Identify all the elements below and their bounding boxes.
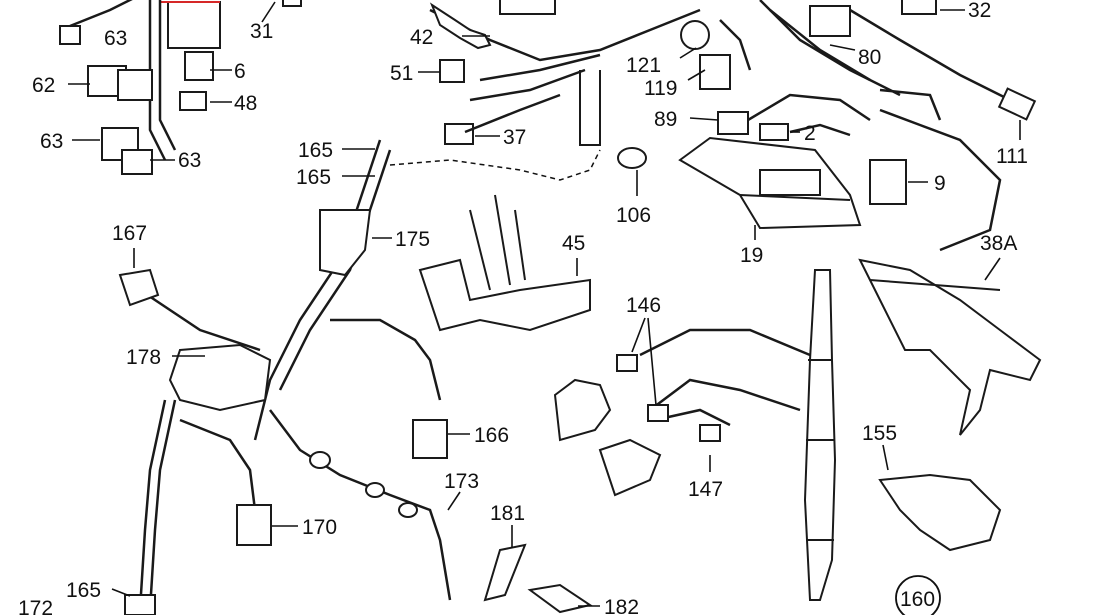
callout-9: 9 [934, 172, 946, 195]
callout-182: 182 [604, 596, 639, 615]
callout-147: 147 [688, 478, 723, 501]
harness-top-center [429, 0, 1037, 146]
callout-63-left: 63 [40, 130, 63, 153]
callout-38a: 38A [980, 232, 1017, 255]
bracket-part [418, 194, 591, 332]
callout-175: 175 [395, 228, 430, 251]
callout-63-top: 63 [104, 27, 127, 50]
vertical-sheath [803, 269, 837, 601]
callout-121: 121 [626, 54, 661, 77]
callout-19: 19 [740, 244, 763, 267]
callout-170: 170 [302, 516, 337, 539]
callout-106: 106 [616, 204, 651, 227]
callout-119: 119 [644, 77, 677, 100]
callout-31: 31 [250, 20, 273, 43]
callout-48: 48 [234, 92, 257, 115]
callout-155: 155 [862, 422, 897, 445]
callout-37: 37 [503, 126, 526, 149]
harness-left [118, 139, 593, 614]
callout-6: 6 [234, 60, 246, 83]
callout-labels: 31 32 63 6 62 48 63 63 42 121 80 51 119 … [18, 0, 1028, 615]
callout-165-b: 165 [296, 166, 331, 189]
clip-part [617, 147, 647, 169]
dashed-reference-line [389, 149, 601, 181]
callout-32: 32 [968, 0, 991, 22]
callout-172: 172 [18, 597, 53, 615]
callout-173: 173 [444, 470, 479, 493]
callout-51: 51 [390, 62, 413, 85]
circled-callout-ring [895, 575, 941, 615]
callout-111: 111 [996, 145, 1028, 168]
part-155-bracket [878, 473, 1002, 552]
callout-165-a: 165 [298, 139, 333, 162]
callout-181: 181 [490, 502, 525, 525]
callout-2: 2 [804, 122, 816, 145]
relay-box [678, 93, 1002, 252]
bracket-38a [858, 258, 1042, 436]
callout-62: 62 [32, 74, 55, 97]
horn-assembly [553, 328, 811, 497]
callout-89: 89 [654, 108, 677, 131]
callout-167: 167 [112, 222, 147, 245]
callout-80: 80 [858, 46, 881, 69]
callout-63-right: 63 [178, 149, 201, 172]
callout-166: 166 [474, 424, 509, 447]
callout-42: 42 [410, 26, 433, 49]
callout-45: 45 [562, 232, 585, 255]
relay-block-top-left [59, 0, 302, 175]
callout-146: 146 [626, 294, 661, 317]
callout-178: 178 [126, 346, 161, 369]
leader-lines [68, 1, 1021, 607]
bottom-left-clip [124, 594, 156, 615]
callout-165-bottom: 165 [66, 579, 101, 602]
callout-160-circled: 160 [900, 588, 935, 611]
